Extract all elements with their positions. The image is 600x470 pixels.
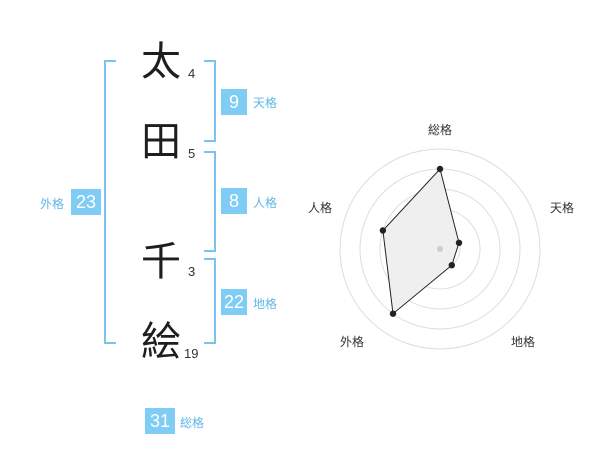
- jinkaku-bracket: [204, 151, 216, 252]
- tenkaku-bracket: [204, 60, 216, 142]
- name-char-1: 太: [141, 39, 181, 85]
- soukaku-label: 総格: [180, 416, 205, 430]
- axis-label-soukaku: 総格: [428, 122, 452, 137]
- tenkaku-label: 天格: [253, 96, 278, 110]
- radar-center-dot: [437, 246, 443, 252]
- stroke-count-3: 3: [188, 264, 196, 279]
- radar-ring-5: [339, 148, 541, 350]
- stroke-count-2: 5: [188, 146, 196, 161]
- radar-points: [379, 165, 463, 317]
- radar-point-0: [436, 165, 444, 173]
- axis-label-jinkaku: 人格: [308, 200, 332, 215]
- name-char-4: 絵: [141, 319, 181, 365]
- name-char-3: 千: [141, 239, 181, 285]
- radar-point-2: [448, 262, 455, 269]
- axis-label-chikaku: 地格: [511, 334, 535, 349]
- chikaku-label: 地格: [253, 297, 278, 311]
- radar-point-4: [379, 227, 387, 234]
- chikaku-bracket: [204, 258, 216, 344]
- axis-label-gaikaku: 外格: [340, 334, 364, 349]
- jinkaku-label: 人格: [253, 196, 278, 210]
- radar-chart: 総格 天格 地格 外格 人格: [308, 122, 574, 350]
- gaikaku-label: 外格: [40, 197, 65, 211]
- radar-area: [382, 167, 460, 315]
- gaikaku-badge: 23: [71, 189, 101, 215]
- axis-label-tenkaku: 天格: [550, 200, 574, 215]
- soukaku-badge: 31: [145, 408, 175, 434]
- radar-point-3: [389, 310, 397, 317]
- stroke-count-1: 4: [188, 66, 196, 81]
- chikaku-badge: 22: [221, 289, 247, 315]
- tenkaku-badge: 9: [221, 89, 247, 115]
- radar-point-1: [455, 239, 463, 246]
- name-char-2: 田: [141, 119, 181, 165]
- jinkaku-badge: 8: [221, 188, 247, 214]
- stroke-count-4: 19: [184, 346, 199, 361]
- gaikaku-bracket: [104, 60, 116, 344]
